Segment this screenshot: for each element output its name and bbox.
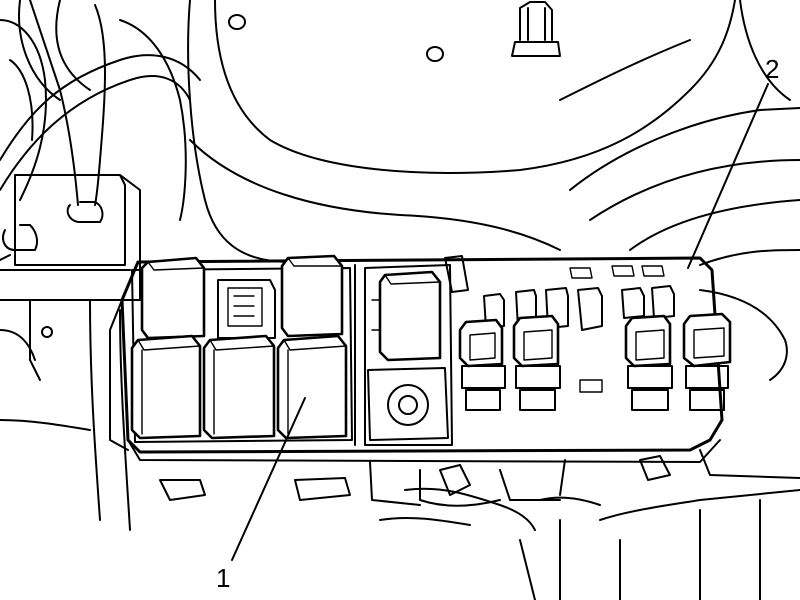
callout-1: 1 [216,397,306,593]
small-relay-1 [458,318,506,411]
relay-bottom-3 [276,334,348,440]
relay-bottom-2 [202,334,276,440]
engine-bay-background [187,0,800,381]
callout-2-label: 2 [765,54,779,84]
wiring-harness-left [0,0,201,531]
relay-top-1 [140,256,206,340]
relay-bottom-1 [130,334,202,440]
small-relay-3 [624,314,673,411]
small-relay-4 [682,312,732,411]
relay-top-2 [280,254,344,338]
callout-2-leader [687,83,769,269]
relay-socket-empty [217,279,276,339]
small-relay-2 [512,314,561,411]
terminal-post [387,384,429,426]
relay-group-right [458,312,732,411]
relay-group-left [130,254,348,440]
main-fuse-block [367,255,469,441]
wiring-harness-lower [379,487,800,600]
callout-1-leader [231,397,306,561]
callout-2: 2 [687,54,779,269]
callout-1-label: 1 [216,563,230,593]
